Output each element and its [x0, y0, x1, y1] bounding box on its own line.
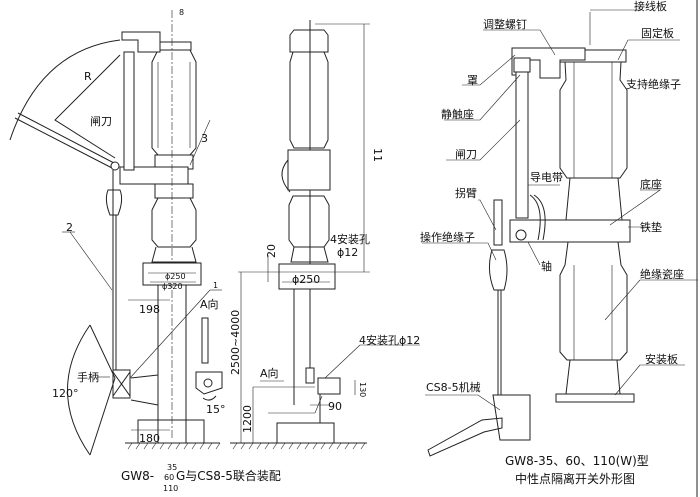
caption-left-mid: 60 — [164, 473, 174, 482]
label-cover: 罩 — [467, 74, 478, 87]
label-dim-180: 180 — [139, 432, 160, 445]
knife-blade-left — [123, 51, 135, 171]
label-mechanism: CS8-5机械 — [426, 380, 481, 394]
label-support-insulator: 支持绝缘子 — [626, 77, 681, 91]
label-porcelain-base: 绝缘瓷座 — [640, 267, 684, 281]
label-static-contact-seat: 静触座 — [441, 107, 474, 121]
caption-left-rest: G与CS8-5联合装配 — [176, 468, 281, 483]
caption-left-top: 35 — [167, 463, 177, 472]
caption-left: GW8- 35 60 110 G与CS8-5联合装配 — [121, 463, 281, 493]
leader-holes-bottom — [324, 344, 361, 379]
outline-drawing-right: 接线板 调整螺钉 固定板 罩 支持绝缘子 静触座 闸刀 导电带 拐臂 底座 铁垫… — [420, 0, 698, 457]
label-holes-bottom: 4安装孔ϕ12 — [359, 333, 420, 347]
label-holes-top: 4安装孔 — [330, 232, 370, 246]
contact-mechanism-side — [287, 149, 331, 191]
foundation-side — [276, 422, 335, 444]
label-part-3: 3 — [201, 132, 208, 145]
label-handle: 手柄 — [77, 370, 99, 384]
shaft — [515, 229, 527, 241]
label-height-range: 2500~4000 — [229, 310, 242, 375]
side-view-drawing: 11 4安装孔 ϕ12 20 ϕ250 2500~4000 4安装孔ϕ12 A向… — [179, 8, 420, 450]
caption-right-line2: 中性点隔离开关外形图 — [515, 471, 635, 486]
caption-right-line1: GW8-35、60、110(W)型 — [505, 454, 649, 468]
label-holes-top-dia: ϕ12 — [337, 246, 358, 259]
top-contact-head — [289, 29, 329, 53]
mounting-plate — [555, 393, 635, 403]
leader-1 — [129, 289, 211, 379]
label-mounting-plate: 安装板 — [645, 352, 678, 366]
label-part-1: 1 — [213, 281, 218, 290]
ground-hatch-side — [230, 442, 367, 450]
label-operating-insulator: 操作绝缘子 — [420, 230, 475, 244]
operating-insulator-left — [105, 189, 123, 216]
operating-insulator-right — [488, 249, 508, 291]
angle-arc-120 — [67, 324, 91, 456]
label-part-2: 2 — [66, 221, 73, 234]
label-dim-20: 20 — [265, 244, 278, 258]
label-adjust-screw: 调整螺钉 — [483, 17, 527, 31]
label-fixing-plate: 固定板 — [641, 26, 674, 40]
label-view-a-side: A向 — [260, 366, 279, 380]
knife-open-position — [14, 112, 115, 169]
label-R: R — [84, 70, 92, 83]
label-dim-90: 90 — [328, 400, 342, 413]
label-angle-15: 15° — [206, 403, 226, 416]
label-iron-pad: 铁垫 — [640, 220, 662, 234]
leader-2 — [69, 231, 113, 291]
label-knife-right: 闸刀 — [455, 148, 477, 161]
label-crank-arm: 拐臂 — [455, 186, 477, 200]
label-dim-11: 11 — [371, 148, 384, 162]
label-angle-120: 120° — [52, 387, 79, 400]
label-dim-130: 130 — [358, 382, 367, 397]
label-dia-250-side: ϕ250 — [292, 273, 320, 286]
ground-hatch-left — [125, 442, 221, 450]
top-bracket — [121, 31, 161, 53]
label-dim-8: 8 — [179, 8, 184, 17]
caption-left-prefix: GW8- — [121, 469, 154, 483]
label-dim-198: 198 — [139, 303, 160, 316]
label-dia-250-left: ϕ250 — [165, 272, 186, 281]
label-terminal-plate: 接线板 — [634, 0, 667, 13]
label-knife-left: 闸刀 — [90, 115, 112, 128]
base-bracket-3 — [119, 166, 189, 185]
static-contact-seat — [513, 57, 531, 73]
conductive-strap — [529, 194, 546, 241]
caption-left-bottom: 110 — [163, 484, 178, 493]
support-insulator-left — [119, 10, 197, 440]
cs8-mechanism-right — [492, 394, 531, 441]
label-dia-320: ϕ320 — [162, 282, 183, 291]
label-base: 底座 — [640, 177, 662, 191]
mechanism-handle — [427, 417, 503, 457]
crank-arm — [493, 199, 503, 246]
label-view-a-left: A向 — [200, 297, 219, 311]
swing-arc-R — [9, 39, 121, 141]
mounting-base-side — [278, 263, 336, 290]
left-assembly-drawing: R 闸刀 3 2 1 手柄 120° 15° A向 ϕ250 ϕ320 198 … — [9, 10, 226, 456]
cs8-mechanism-side — [317, 377, 341, 395]
label-conductive-strap: 导电带 — [530, 171, 563, 184]
view-a-detail — [195, 317, 223, 401]
label-dim-1200: 1200 — [241, 405, 254, 433]
knife-blade-right — [515, 57, 529, 219]
label-shaft: 轴 — [541, 259, 552, 273]
leader-3 — [189, 119, 211, 166]
